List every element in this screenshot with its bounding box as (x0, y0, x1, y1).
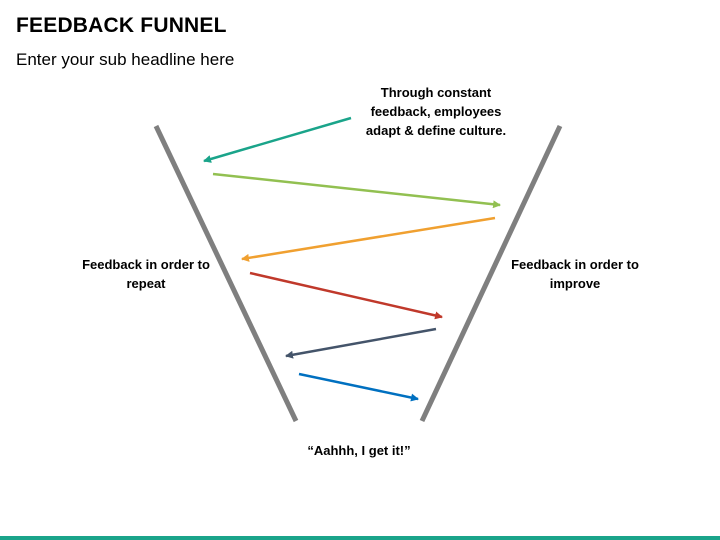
funnel-left-wall (153, 124, 299, 423)
feedback-arrow-5 (285, 327, 437, 359)
slide-subtitle: Enter your sub headline here (16, 50, 235, 69)
feedback-repeat-label: Feedback in order to repeat (82, 257, 210, 291)
culture-adaptation-label: Through constant feedback, employees ada… (365, 85, 507, 138)
funnel-right-wall (419, 124, 563, 423)
footer-accent-bar (0, 536, 720, 540)
feedback-arrow-1 (203, 116, 352, 163)
feedback-arrow-2 (212, 172, 501, 209)
feedback-improve-label: Feedback in order to improve (511, 257, 639, 291)
feedback-arrow-6 (298, 372, 419, 402)
slide-title: FEEDBACK FUNNEL (16, 14, 227, 37)
outcome-quote-label: “Aahhh, I get it!” (307, 443, 411, 458)
feedback-arrow-4 (249, 271, 443, 320)
feedback-arrow-3 (241, 216, 496, 262)
